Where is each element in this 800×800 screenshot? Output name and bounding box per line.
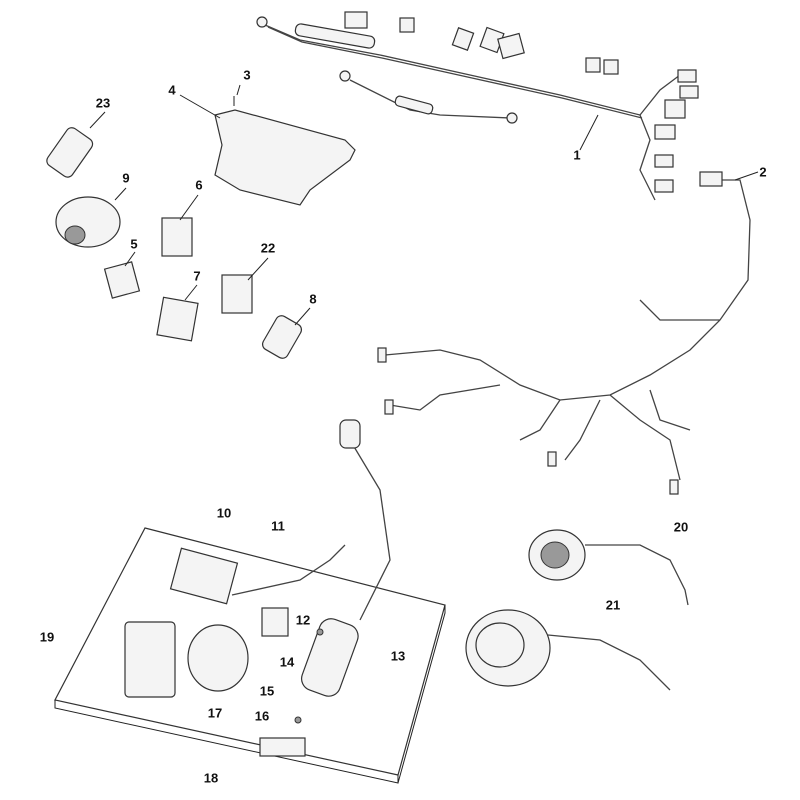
callout-10: 10 <box>216 505 232 521</box>
callout-17: 17 <box>207 705 223 721</box>
callout-12: 12 <box>295 612 311 628</box>
bracket <box>179 84 356 206</box>
sockets <box>465 529 689 691</box>
callout-23: 23 <box>95 95 111 111</box>
callout-20: 20 <box>673 519 689 535</box>
secondary-wiring-harness <box>377 171 759 495</box>
callout-14: 14 <box>279 654 295 670</box>
callout-11: 11 <box>271 518 285 534</box>
callout-7: 7 <box>193 268 201 284</box>
callout-9: 9 <box>122 170 130 186</box>
callout-3: 3 <box>243 67 251 83</box>
mounting-board <box>54 419 446 784</box>
callout-1: 1 <box>573 147 581 163</box>
callout-6: 6 <box>195 177 203 193</box>
callout-5: 5 <box>130 236 138 252</box>
callout-13: 13 <box>390 648 406 664</box>
callout-19: 19 <box>39 629 55 645</box>
callout-4: 4 <box>168 82 176 98</box>
callout-15: 15 <box>259 683 275 699</box>
callout-18: 18 <box>203 770 219 786</box>
callout-22: 22 <box>260 240 276 256</box>
callout-16: 16 <box>254 708 270 724</box>
callout-2: 2 <box>759 164 767 180</box>
small-components <box>46 111 311 359</box>
main-wiring-harness <box>256 11 699 201</box>
callout-8: 8 <box>309 291 317 307</box>
callout-21: 21 <box>605 597 621 613</box>
